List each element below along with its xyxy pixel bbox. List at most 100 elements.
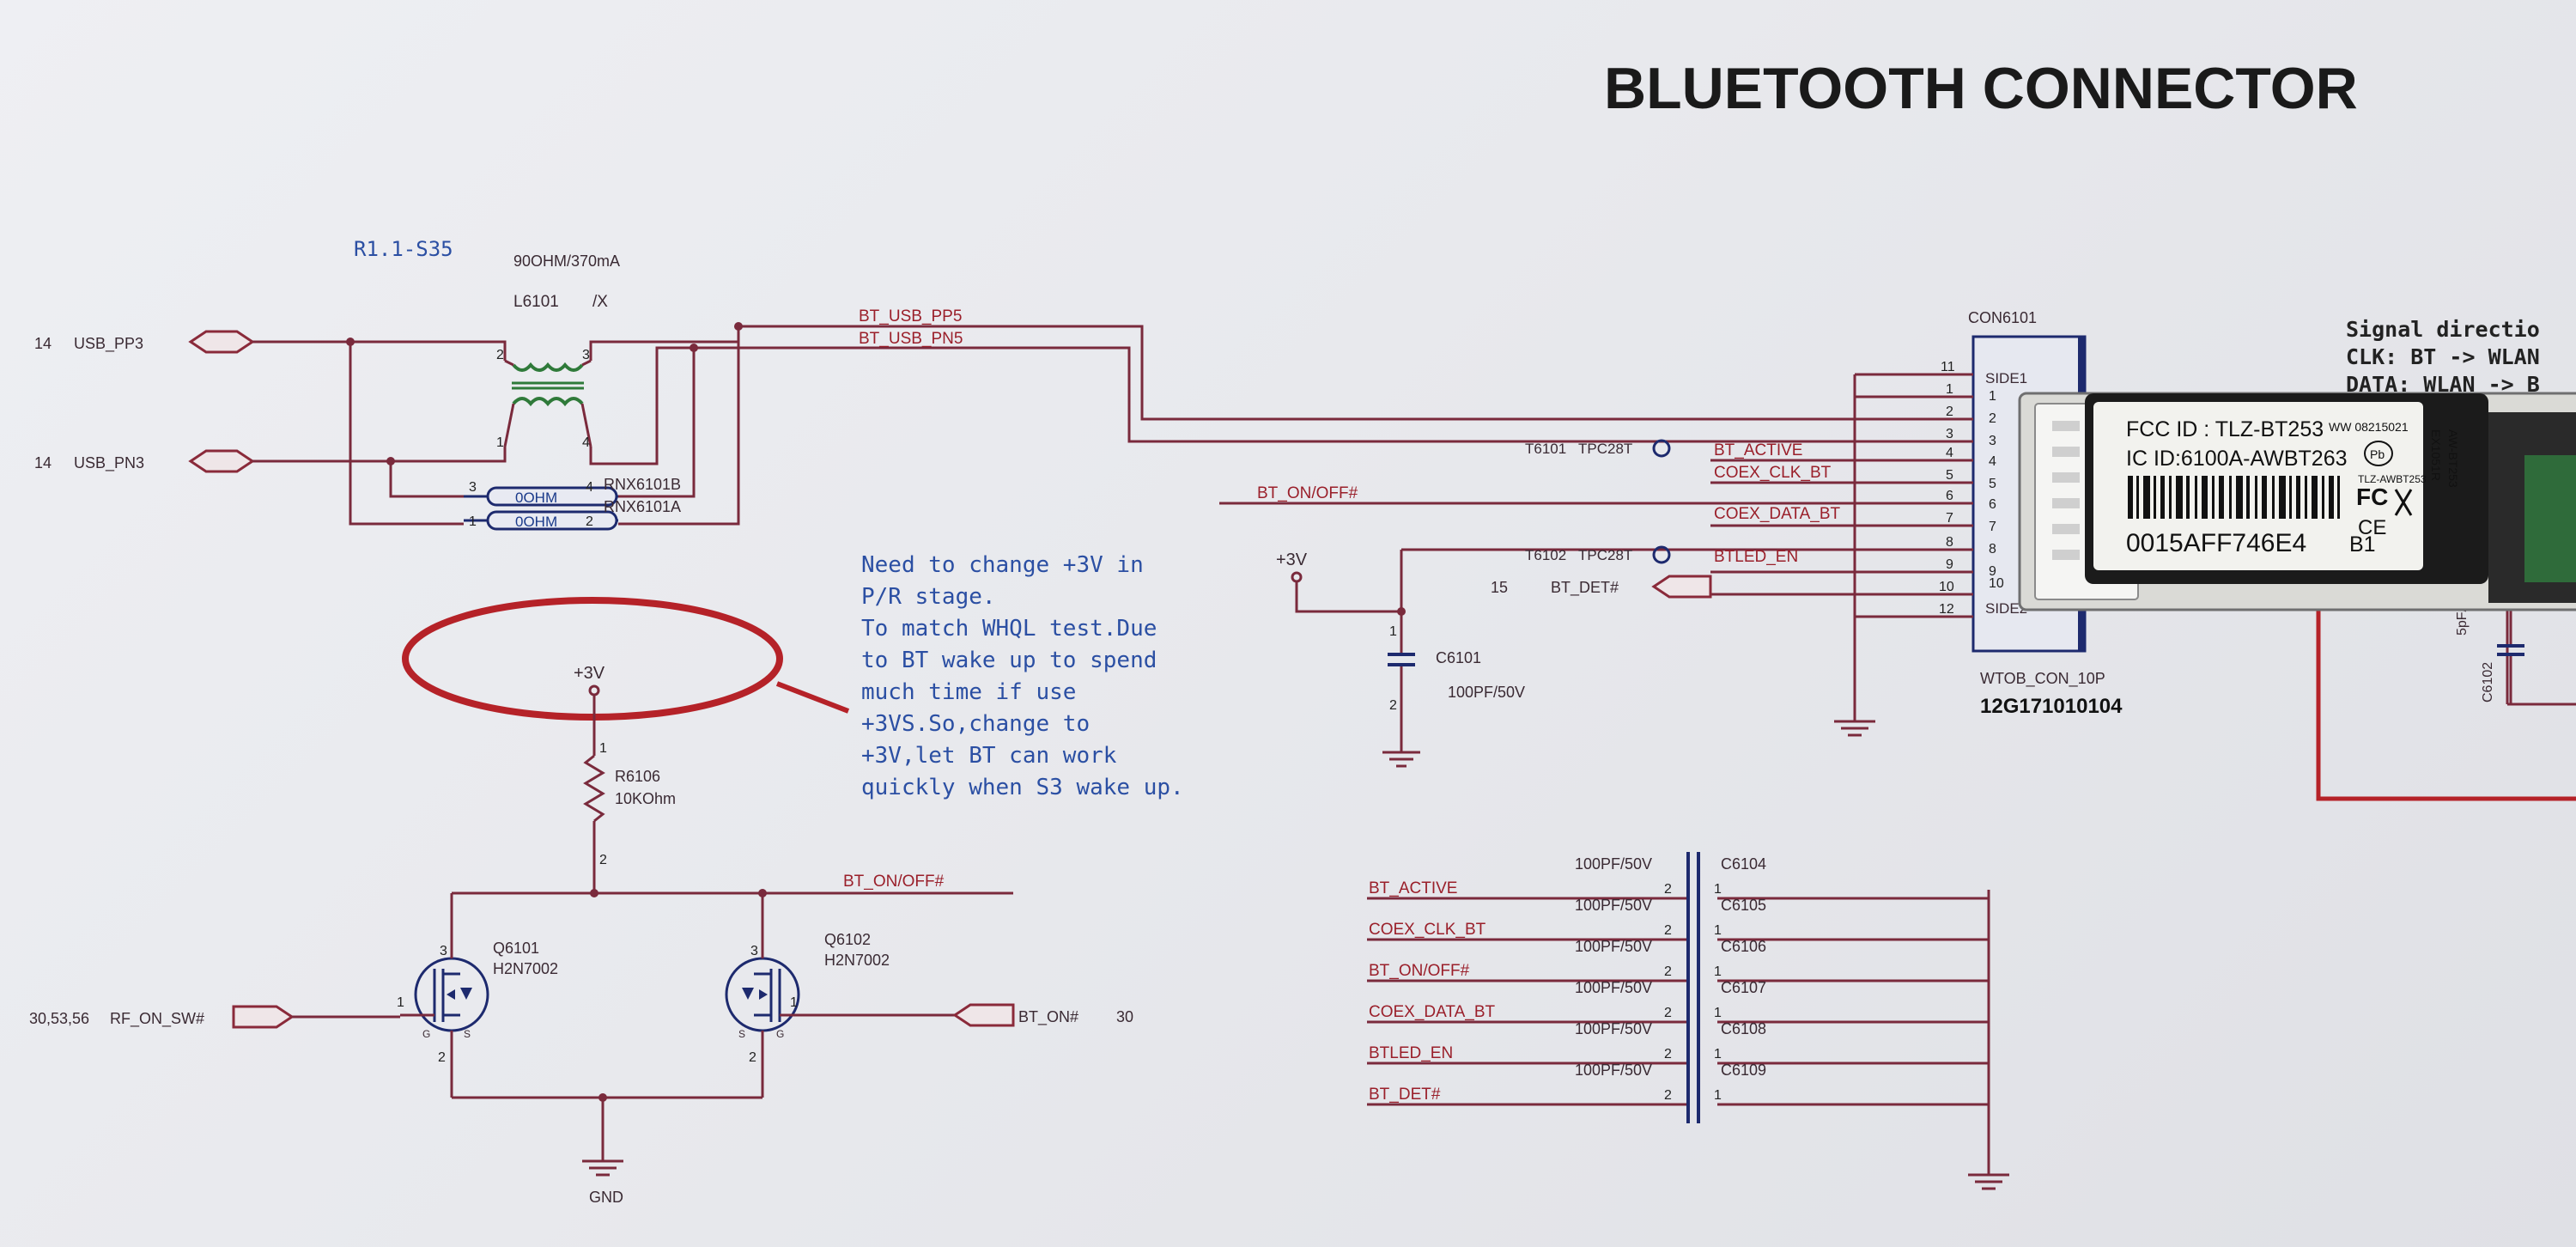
- svg-text:G: G: [422, 1028, 430, 1040]
- junction-dot: [386, 457, 395, 465]
- net-bt-on-off-b: BT_ON/OFF#: [1257, 484, 1358, 502]
- svg-text:7: 7: [1946, 511, 1953, 526]
- cap-net: BT_DET#: [1369, 1086, 1441, 1104]
- svg-text:1: 1: [1714, 923, 1722, 938]
- r6106-ref: R6106: [615, 768, 660, 785]
- cap-value: 100PF/50V: [1575, 855, 1652, 873]
- rpack-r1-value: 0OHM: [515, 490, 557, 506]
- cap-ref: C6104: [1721, 855, 1766, 873]
- rf-on-sw-sheets: 30,53,56: [29, 1010, 89, 1027]
- svg-text:9: 9: [1946, 557, 1953, 572]
- module-connector-pins: [2052, 421, 2080, 560]
- note-line: to BT wake up to spend: [861, 648, 1157, 673]
- highlight-ellipse: [402, 597, 783, 721]
- bt-det-label: BT_DET#: [1551, 579, 1619, 597]
- note-line: Need to change +3V in: [861, 552, 1144, 578]
- svg-text:9: 9: [1989, 564, 1996, 579]
- svg-text:2: 2: [749, 1050, 756, 1065]
- svg-text:2: 2: [599, 853, 607, 867]
- bt-on-sheet: 30: [1116, 1008, 1133, 1025]
- svg-text:12: 12: [1939, 602, 1954, 617]
- svg-text:1: 1: [599, 741, 607, 756]
- junction-dot: [734, 322, 743, 331]
- connector-pins: [1868, 373, 1973, 618]
- usb-pp3-label: USB_PP3: [74, 335, 143, 353]
- svg-text:3: 3: [582, 348, 590, 362]
- module-ic-id: IC ID:6100A-AWBT263: [2126, 447, 2348, 471]
- net-bt-on-off-a: BT_ON/OFF#: [843, 873, 945, 891]
- junction-dot: [598, 1093, 607, 1102]
- bluetooth-module: FCC ID : TLZ-BT253 IC ID:6100A-AWBT263 0…: [2018, 392, 2576, 611]
- rpack-pin: 3: [469, 480, 477, 495]
- svg-text:2: 2: [1664, 964, 1672, 979]
- c6101-wire: [1295, 581, 1400, 613]
- fcc-logo: FC: [2356, 484, 2388, 510]
- svg-text:5: 5: [1989, 477, 1996, 491]
- svg-text:2: 2: [1664, 1088, 1672, 1103]
- svg-text:6: 6: [1989, 497, 1996, 512]
- svg-text:3: 3: [1989, 434, 1996, 448]
- tp-t6101-pad: TPC28T: [1578, 441, 1632, 457]
- cap-net: BT_ACTIVE: [1369, 879, 1457, 897]
- cap-value: 100PF/50V: [1575, 897, 1652, 914]
- note-line: P/R stage.: [861, 584, 996, 610]
- tp-t6102-pad: TPC28T: [1578, 547, 1632, 563]
- svg-text:S: S: [464, 1028, 471, 1040]
- svg-text:2: 2: [1664, 882, 1672, 897]
- tp-t6101-ref: T6101: [1525, 441, 1566, 457]
- cap-ref: C6107: [1721, 979, 1766, 996]
- weee-bin-icon: [2394, 489, 2413, 516]
- cap-ref: C6108: [1721, 1020, 1766, 1037]
- signal-direction-title: Signal directio: [2346, 317, 2540, 342]
- mosfet-q6102: 3 2 1 G S: [725, 936, 955, 1098]
- bt-det-port: [1651, 575, 1712, 599]
- svg-text:3: 3: [1946, 427, 1953, 441]
- cap-value: 100PF/50V: [1575, 1020, 1652, 1037]
- test-point-t6101: [1652, 439, 1671, 458]
- inductor-ref: L6101: [513, 293, 559, 311]
- svg-text:1: 1: [1714, 964, 1722, 979]
- power-3v-mid-label: +3V: [1276, 551, 1308, 569]
- connector-right-pin-numbers: 1 2 3 4 5 6 7 8 9 10: [1989, 389, 2004, 591]
- cap-value: 100PF/50V: [1575, 979, 1652, 996]
- net-coex-data: COEX_DATA_BT: [1714, 505, 1841, 523]
- cap-value: 100PF/50V: [1575, 1061, 1652, 1079]
- svg-text:2: 2: [1946, 405, 1953, 419]
- gnd-symbol-main: [452, 1096, 762, 1177]
- connector-footprint: WTOB_CON_10P: [1980, 670, 2105, 688]
- inductor-suffix: /X: [592, 293, 608, 311]
- svg-text:G: G: [776, 1028, 784, 1040]
- note-line: much time if use: [861, 679, 1076, 705]
- module-rev: B1: [2349, 532, 2376, 557]
- cap-bank-labels: 100PF/50V C6104 BT_ACTIVE 2 1 100PF/50V …: [1369, 855, 1766, 1104]
- svg-text:S: S: [738, 1028, 745, 1040]
- svg-text:8: 8: [1946, 535, 1953, 550]
- connector-side2: SIDE2: [1985, 600, 2027, 617]
- svg-text:2: 2: [1664, 1006, 1672, 1020]
- svg-text:4: 4: [1989, 454, 1996, 469]
- cap-net: BT_ON/OFF#: [1369, 962, 1470, 980]
- net-bt-active: BT_ACTIVE: [1714, 441, 1802, 459]
- inductor-l6101: 2 3 1 4: [496, 348, 592, 450]
- signal-direction-clk: CLK: BT -> WLAN: [2346, 344, 2540, 369]
- svg-text:1: 1: [397, 995, 404, 1010]
- pb-free-icon: [2364, 441, 2393, 466]
- bt-on-off-wires: [450, 891, 1013, 936]
- svg-text:8: 8: [1989, 542, 1996, 557]
- module-fcc-id: FCC ID : TLZ-BT253: [2126, 417, 2324, 441]
- inductor-value: 90OHM/370mA: [513, 252, 620, 270]
- usb-wires: [252, 325, 1649, 526]
- capacitor-c6101: 1 2: [1382, 550, 1420, 768]
- rf-on-sw-label: RF_ON_SW#: [110, 1010, 204, 1028]
- tp-t6102-ref: T6102: [1525, 547, 1566, 563]
- bt-on-label: BT_ON#: [1018, 1008, 1078, 1026]
- gnd-label: GND: [589, 1189, 623, 1206]
- net-bt-usb-pn5: BT_USB_PN5: [859, 330, 963, 348]
- svg-text:1: 1: [1714, 882, 1722, 897]
- svg-text:7: 7: [1989, 520, 1996, 534]
- usb-pp3-sheet: 14: [34, 335, 52, 352]
- q6101-ref: Q6101: [493, 940, 539, 957]
- net-coex-clk: COEX_CLK_BT: [1714, 464, 1832, 482]
- bt-on-port: [952, 1003, 1015, 1027]
